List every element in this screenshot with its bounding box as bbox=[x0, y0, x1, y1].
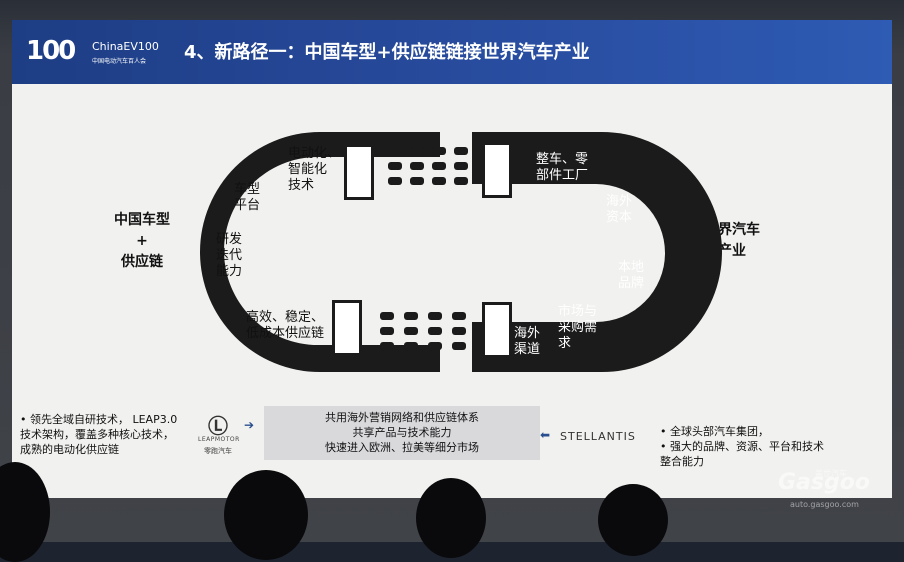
connector-dot bbox=[380, 342, 394, 350]
arrow-right-icon: ➔ bbox=[244, 418, 255, 432]
right-u-text-upper: 海外 资本 bbox=[606, 194, 632, 226]
right-u-text-top: 整车、零 部件工厂 bbox=[536, 152, 588, 184]
connector-slot-bottom-right bbox=[482, 302, 512, 358]
bullet-line: • 全球头部汽车集团， bbox=[660, 425, 769, 438]
left-u-text-upper: 车型 平台 bbox=[234, 182, 260, 214]
right-u-inner bbox=[467, 184, 665, 322]
right-u-text-bottom: 海外 渠道 bbox=[514, 326, 540, 358]
text-line: 海外 bbox=[514, 326, 541, 341]
left-label-line: 中国车型 bbox=[114, 212, 170, 228]
audience-head bbox=[416, 478, 486, 558]
connector-dot bbox=[404, 327, 418, 335]
connector-dot bbox=[388, 162, 402, 170]
left-u-text-middle: 研发 迭代 能力 bbox=[216, 232, 242, 280]
left-label-line: 供应链 bbox=[121, 254, 163, 270]
left-side-label: 中国车型 + 供应链 bbox=[102, 210, 182, 273]
connector-dot bbox=[388, 177, 402, 185]
stellantis-logo: STELLANTIS bbox=[560, 430, 636, 443]
text-line: 高效、稳定、 bbox=[246, 310, 325, 325]
text-line: 部件工厂 bbox=[536, 168, 589, 183]
text-line: 海外 bbox=[606, 194, 633, 209]
cooperation-box: 共用海外营销网络和供应链体系 共享产品与技术能力 快速进入欧洲、拉美等细分市场 bbox=[264, 406, 540, 460]
leapmotor-name: LEAPMOTOR bbox=[198, 436, 240, 443]
connector-dot bbox=[428, 312, 442, 320]
connector-dot bbox=[454, 177, 468, 185]
text-line: 低成本供应链 bbox=[246, 326, 325, 341]
gasgoo-watermark: Gasgoo bbox=[778, 470, 870, 495]
text-line: 资本 bbox=[606, 210, 633, 225]
bullet-line: 整合能力 bbox=[660, 455, 704, 468]
connector-dot bbox=[454, 162, 468, 170]
bullet-line: 技术架构，覆盖多种核心技术， bbox=[20, 428, 174, 441]
connector-dot bbox=[380, 312, 394, 320]
text-line: 采购需 bbox=[558, 320, 598, 335]
left-u-text-bottom: 高效、稳定、 低成本供应链 bbox=[246, 310, 324, 342]
stellantis-bullet: • 全球头部汽车集团， • 强大的品牌、资源、平台和技术 整合能力 bbox=[660, 424, 890, 469]
connector-dot bbox=[432, 147, 446, 155]
connector-dot bbox=[454, 147, 468, 155]
text-line: 求 bbox=[558, 336, 572, 351]
text-line: 能力 bbox=[216, 264, 243, 279]
connector-dot bbox=[410, 162, 424, 170]
logo-numeral: 100 bbox=[26, 36, 76, 66]
connector-dot bbox=[380, 327, 394, 335]
connector-dot bbox=[452, 342, 466, 350]
bullet-line: • 领先全域自研技术， LEAP3.0 bbox=[20, 413, 178, 426]
audience-head bbox=[224, 470, 308, 560]
leapmotor-logo: Ⓛ LEAPMOTOR 零跑汽车 bbox=[198, 410, 258, 460]
connector-dot bbox=[428, 342, 442, 350]
connector-dot bbox=[432, 162, 446, 170]
text-line: 渠道 bbox=[514, 342, 541, 357]
slide-header: 100 ChinaEV100 中国电动汽车百人会 4、新路径一：中国车型+供应链… bbox=[12, 20, 892, 84]
logo-brand: ChinaEV100 bbox=[92, 40, 159, 53]
right-u-text-lower: 市场与 采购需 求 bbox=[558, 304, 597, 352]
leapmotor-cn: 零跑汽车 bbox=[204, 447, 232, 455]
bullet-line: 成熟的电动化供应链 bbox=[20, 443, 119, 456]
connector-dot bbox=[388, 147, 402, 155]
right-label-line: 产业 bbox=[718, 243, 746, 259]
slide-title: 4、新路径一：中国车型+供应链链接世界汽车产业 bbox=[184, 42, 590, 63]
connector-slot-top-left bbox=[344, 144, 374, 200]
gasgoo-watermark-cn: 盖世汽车 bbox=[815, 469, 847, 478]
text-line: 平台 bbox=[234, 198, 261, 213]
text-line: 研发 bbox=[216, 232, 243, 247]
text-line: 市场与 bbox=[558, 304, 598, 319]
connector-dot bbox=[410, 177, 424, 185]
connector-dot bbox=[432, 177, 446, 185]
arrow-left-icon: ⬅ bbox=[540, 428, 551, 442]
left-u-text-top: 电动化、 智能化 技术 bbox=[288, 146, 340, 194]
gasgoo-watermark-url: auto.gasgoo.com bbox=[790, 500, 859, 509]
connector-slot-bottom-left bbox=[332, 300, 362, 356]
right-u-text-middle: 本地 品牌 bbox=[618, 260, 644, 292]
text-line: 整车、零 bbox=[536, 152, 589, 167]
cooperation-line: 共用海外营销网络和供应链体系 bbox=[325, 411, 479, 424]
text-line: 本地 bbox=[618, 260, 645, 275]
cooperation-line: 快速进入欧洲、拉美等细分市场 bbox=[325, 441, 479, 454]
leapmotor-bullet: • 领先全域自研技术， LEAP3.0 技术架构，覆盖多种核心技术， 成熟的电动… bbox=[20, 412, 210, 457]
audience-head bbox=[598, 484, 668, 556]
left-label-line: + bbox=[136, 233, 148, 249]
connector-dot bbox=[428, 327, 442, 335]
slide-screen: 100 ChinaEV100 中国电动汽车百人会 4、新路径一：中国车型+供应链… bbox=[12, 20, 892, 498]
text-line: 电动化、 bbox=[288, 146, 341, 161]
logo-subtitle: 中国电动汽车百人会 bbox=[92, 58, 147, 65]
text-line: 智能化 bbox=[288, 162, 328, 177]
text-line: 品牌 bbox=[618, 276, 645, 291]
connector-dot bbox=[404, 342, 418, 350]
connector-dot bbox=[452, 312, 466, 320]
connector-dot bbox=[410, 147, 424, 155]
connector-slot-top-right bbox=[482, 142, 512, 198]
connector-dot bbox=[452, 327, 466, 335]
text-line: 车型 bbox=[234, 182, 261, 197]
chinaev100-logo: 100 ChinaEV100 中国电动汽车百人会 bbox=[22, 34, 182, 74]
text-line: 迭代 bbox=[216, 248, 243, 263]
leapmotor-mark-icon: Ⓛ bbox=[208, 414, 228, 438]
cooperation-line: 共享产品与技术能力 bbox=[352, 426, 452, 439]
text-line: 技术 bbox=[288, 178, 315, 193]
bullet-line: • 强大的品牌、资源、平台和技术 bbox=[660, 440, 824, 453]
connector-dot bbox=[404, 312, 418, 320]
